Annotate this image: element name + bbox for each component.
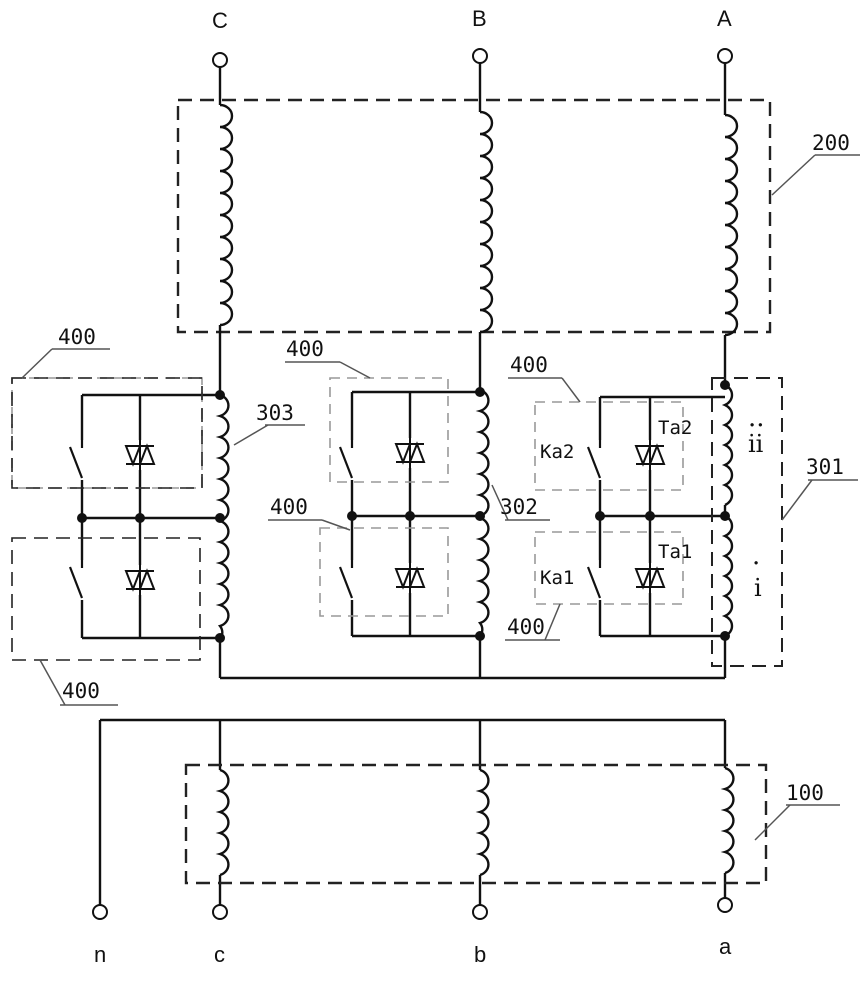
winding-mark-ii: ii (748, 430, 764, 458)
ref-label-100: 100 (786, 781, 824, 805)
device-label-Ta1: Ta1 (658, 541, 692, 563)
switch-unit-box-A-upper (534, 401, 684, 491)
ref-label-302: 302 (500, 495, 538, 519)
tap-section-C (77, 390, 230, 678)
thyristor-B-lower (392, 563, 428, 593)
device-label-Ka2: Ka2 (540, 441, 574, 463)
switch-unit-box-B-upper (329, 377, 449, 483)
terminal-B (472, 48, 488, 112)
thyristor-C-lower (122, 565, 158, 595)
switch-A-upper (586, 440, 612, 480)
switch-unit-box-C-upper-outline (11, 377, 203, 489)
terminal-A (717, 48, 733, 115)
secondary-coil-a (720, 766, 735, 875)
ref-label-301: 301 (806, 455, 844, 479)
thyristor-A-lower (632, 563, 668, 593)
switch-unit-box-C-lower (11, 537, 201, 661)
switch-unit-box-B-lower (319, 527, 449, 617)
ref-label-400-b-lower: 400 (270, 495, 308, 519)
thyristor-B-upper (392, 438, 428, 468)
terminal-label-a: a (719, 934, 732, 959)
ref-label-400-b-upper: 400 (286, 337, 324, 361)
switch-unit-box-A-lower (534, 531, 684, 605)
device-label-Ka1: Ka1 (540, 567, 574, 589)
terminal-label-A: A (717, 6, 732, 31)
winding-mark-i: i (754, 574, 762, 602)
switch-C-upper (68, 440, 94, 480)
terminal-label-C: C (212, 8, 228, 33)
secondary-coil-c (215, 768, 230, 877)
switch-B-upper (338, 440, 364, 480)
ref-label-400-c-lower: 400 (62, 679, 100, 703)
primary-coil-A (724, 113, 739, 337)
terminal-C (212, 52, 228, 105)
polarity-dots-upper: ·· (748, 411, 765, 441)
thyristor-C-upper (122, 440, 158, 470)
terminal-c (212, 904, 228, 920)
switch-C-lower (68, 560, 94, 600)
secondary-coil-b (475, 768, 490, 877)
terminal-b (472, 904, 488, 920)
ref-label-400-a-upper: 400 (510, 353, 548, 377)
terminal-a (717, 897, 733, 913)
secondary-winding-box (184, 763, 768, 885)
device-label-Ta2: Ta2 (658, 417, 692, 439)
terminal-label-n: n (94, 942, 106, 967)
ref-label-303: 303 (256, 401, 294, 425)
polarity-dot-lower: · (752, 549, 760, 579)
ref-label-400-a-lower: 400 (507, 615, 545, 639)
switch-A-lower (586, 560, 612, 600)
terminal-label-b: b (474, 942, 486, 967)
tap-section-B (347, 387, 490, 678)
terminal-n (92, 904, 108, 920)
switch-B-lower (338, 560, 364, 600)
terminal-label-c: c (214, 942, 225, 967)
ref-label-400-c-upper: 400 (58, 325, 96, 349)
ref-label-200: 200 (812, 131, 850, 155)
primary-winding-box (176, 98, 772, 334)
thyristor-A-upper (632, 440, 668, 470)
tap-winding-box-A (711, 377, 783, 667)
primary-coil-B (479, 110, 494, 334)
primary-coil-C (219, 103, 234, 327)
terminal-label-B: B (472, 6, 487, 31)
